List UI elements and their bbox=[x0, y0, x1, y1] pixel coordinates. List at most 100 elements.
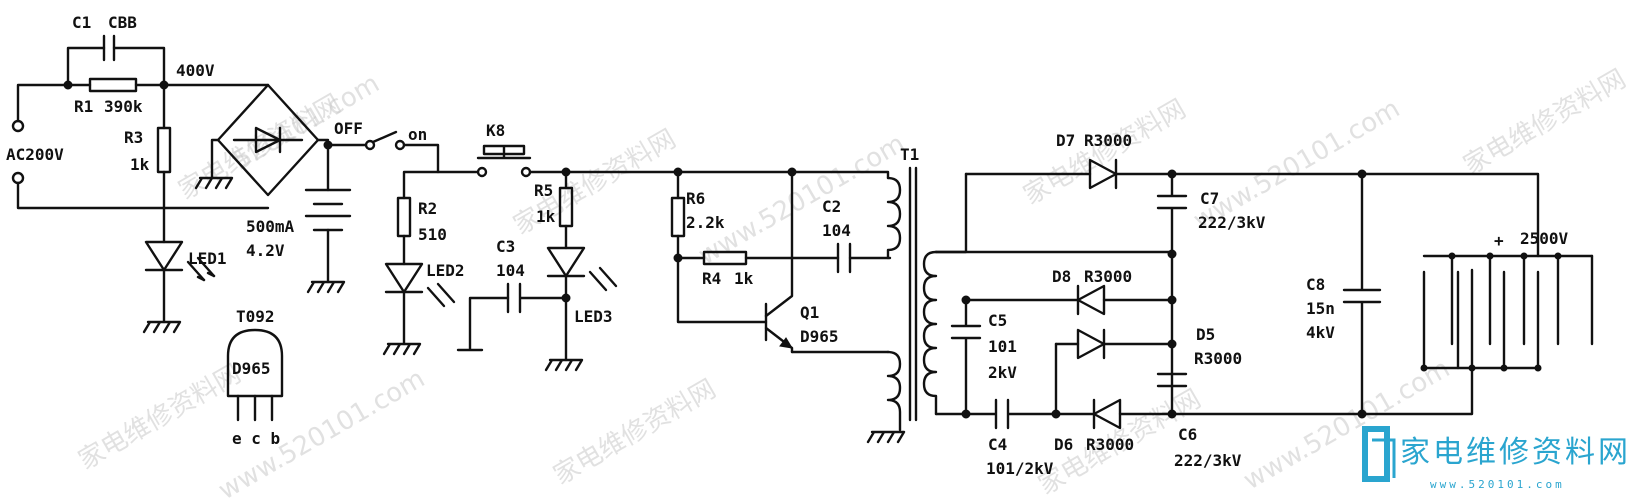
diode-d7 bbox=[1088, 158, 1118, 190]
label-d5: D5 bbox=[1196, 325, 1215, 344]
diode-d5 bbox=[1076, 328, 1106, 360]
label-pins: e c b bbox=[232, 429, 280, 448]
battery-symbol bbox=[304, 188, 352, 232]
label-c5: C5 bbox=[988, 311, 1007, 330]
label-d6-value: R3000 bbox=[1086, 435, 1134, 454]
pushbutton-k8 bbox=[476, 144, 532, 160]
ac-terminal-top bbox=[11, 119, 25, 133]
label-c4-value: 101/2kV bbox=[986, 459, 1054, 478]
label-q1: Q1 bbox=[800, 303, 819, 322]
label-r4-value: 1k bbox=[734, 269, 754, 288]
watermark-text: 家电维修资料网 bbox=[74, 359, 247, 476]
label-r6-value: 2.2k bbox=[686, 213, 725, 232]
label-led1: LED1 bbox=[188, 249, 227, 268]
label-c5-value: 101 bbox=[988, 337, 1017, 356]
watermark-text: 家电维修资料网 bbox=[1459, 64, 1631, 181]
multiplier-section bbox=[934, 158, 1594, 430]
label-t1: T1 bbox=[900, 145, 919, 164]
label-c6-value: 222/3kV bbox=[1174, 451, 1242, 470]
watermark-text: 家电维修资料网 bbox=[1019, 94, 1192, 211]
resistor-r6 bbox=[670, 196, 686, 238]
label-r3-value: 1k bbox=[130, 155, 150, 174]
label-c7-value: 222/3kV bbox=[1198, 213, 1266, 232]
capacitor-c8 bbox=[1342, 172, 1382, 416]
label-c4: C4 bbox=[988, 435, 1007, 454]
diode-d6 bbox=[1092, 398, 1122, 430]
label-c1: C1 bbox=[72, 13, 91, 32]
diode-d8 bbox=[1076, 284, 1106, 316]
label-c2: C2 bbox=[822, 197, 841, 216]
capacitor-c1 bbox=[102, 34, 116, 62]
bridge-rectifier bbox=[216, 83, 320, 197]
led3-symbol bbox=[546, 246, 586, 278]
label-r3: R3 bbox=[124, 128, 143, 147]
label-r1-value: 390k bbox=[104, 97, 143, 116]
k8-contact bbox=[476, 166, 488, 178]
label-on: on bbox=[408, 125, 427, 144]
label-c8-value: 15n bbox=[1306, 299, 1335, 318]
label-ac200v: AC200V bbox=[6, 145, 64, 164]
label-r5: R5 bbox=[534, 181, 553, 200]
label-off: OFF bbox=[334, 119, 363, 138]
label-r5-value: 1k bbox=[536, 207, 556, 226]
oscillator-section bbox=[564, 166, 968, 444]
transformer-core bbox=[908, 166, 918, 422]
resistor-r2 bbox=[396, 196, 412, 238]
capacitor-c2 bbox=[836, 242, 852, 274]
component-labels: C1 CBB 400V R1 390k R3 1k AC200V LED1 50… bbox=[6, 13, 1569, 478]
label-k8: K8 bbox=[486, 121, 505, 140]
input-section bbox=[11, 34, 618, 422]
label-c3-value: 104 bbox=[496, 261, 525, 280]
label-c7: C7 bbox=[1200, 189, 1219, 208]
led2-symbol bbox=[384, 262, 424, 294]
capacitor-c7 bbox=[1156, 172, 1188, 256]
ac-terminal-bottom bbox=[11, 171, 25, 185]
label-d8: D8 bbox=[1052, 267, 1071, 286]
label-to92: T092 bbox=[236, 307, 275, 326]
site-logo: 家电维修资料网 www.520101.com bbox=[1362, 426, 1631, 491]
label-c2-value: 104 bbox=[822, 221, 851, 240]
label-500ma: 500mA bbox=[246, 217, 295, 236]
watermark-text: www.520101.com bbox=[694, 129, 911, 271]
transformer-secondary bbox=[922, 250, 938, 416]
label-r4: R4 bbox=[702, 269, 721, 288]
label-c8-rating: 4kV bbox=[1306, 323, 1335, 342]
label-led2: LED2 bbox=[426, 261, 465, 280]
label-2500v: 2500V bbox=[1520, 229, 1569, 248]
transformer-primary bbox=[886, 176, 902, 260]
label-r2-value: 510 bbox=[418, 225, 447, 244]
label-r6: R6 bbox=[686, 189, 705, 208]
label-d7-value: R3000 bbox=[1084, 131, 1132, 150]
label-r1: R1 bbox=[74, 97, 93, 116]
capacitor-c5 bbox=[950, 298, 982, 416]
watermark-text: 家电维修资料网 bbox=[549, 374, 722, 491]
label-d6: D6 bbox=[1054, 435, 1073, 454]
resistor-r1 bbox=[88, 77, 138, 93]
label-c6: C6 bbox=[1178, 425, 1197, 444]
label-d7: D7 bbox=[1056, 131, 1075, 150]
label-c8: C8 bbox=[1306, 275, 1325, 294]
label-c3: C3 bbox=[496, 237, 515, 256]
ground-symbol bbox=[142, 320, 182, 334]
label-d8-value: R3000 bbox=[1084, 267, 1132, 286]
label-q1-value: D965 bbox=[800, 327, 839, 346]
label-d965-package: D965 bbox=[232, 359, 271, 378]
label-led3: LED3 bbox=[574, 307, 613, 326]
label-400v: 400V bbox=[176, 61, 215, 80]
label-d5-value: R3000 bbox=[1194, 349, 1242, 368]
logo-mark-icon bbox=[1362, 426, 1390, 482]
label-c1-type: CBB bbox=[108, 13, 137, 32]
label-plus: + bbox=[1494, 231, 1504, 250]
label-r2: R2 bbox=[418, 199, 437, 218]
label-4v2: 4.2V bbox=[246, 241, 285, 260]
logo-url: www.520101.com bbox=[1430, 478, 1565, 491]
led1-symbol bbox=[144, 240, 184, 272]
watermark-text: www.520101.com bbox=[1239, 354, 1456, 496]
resistor-r3 bbox=[156, 126, 172, 174]
logo-text: 家电维修资料网 bbox=[1400, 435, 1631, 470]
switch-contact bbox=[364, 139, 376, 151]
capacitor-c3 bbox=[506, 282, 568, 314]
to92-package bbox=[226, 328, 284, 398]
label-c5-rating: 2kV bbox=[988, 363, 1017, 382]
